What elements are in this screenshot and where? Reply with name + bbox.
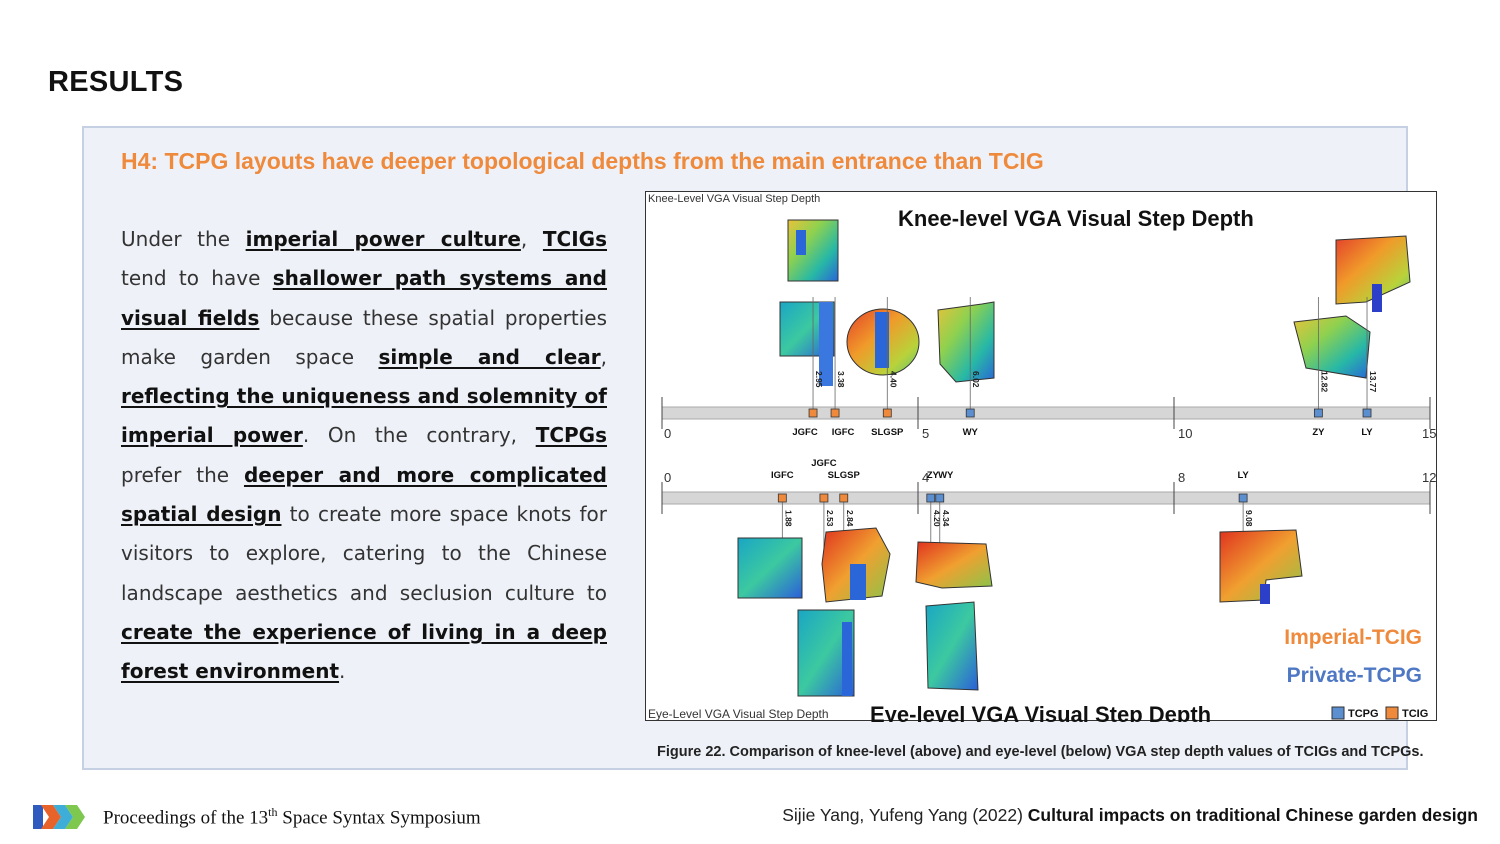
emphasis-phrase: deeper and more complicated spatial desi… — [121, 462, 607, 527]
eye-tick-label: 0 — [664, 470, 671, 485]
legend-tcpg-label: TCPG — [1348, 708, 1379, 720]
knee-point-label: SLGSP — [871, 427, 904, 438]
eye-value-label: 2.53 — [825, 510, 835, 527]
text-run: Under the — [121, 227, 246, 251]
knee-marker-ly — [1362, 408, 1372, 418]
knee-value-label: 2.95 — [814, 371, 824, 388]
eye-point-label: LY — [1237, 470, 1249, 481]
eye-marker-ly — [1238, 493, 1248, 503]
eye-marker-slgsp — [839, 493, 849, 503]
legend-imperial: Imperial-TCIG — [1284, 626, 1422, 649]
eye-point-label: WY — [938, 470, 954, 481]
emphasis-phrase: simple and clear — [378, 344, 601, 369]
eye-marker-jgfc — [819, 493, 829, 503]
emphasis-phrase: imperial power culture — [245, 227, 521, 251]
eye-point-label: IGFC — [771, 470, 794, 481]
plan-thumbnails-bottom — [737, 527, 1303, 697]
section-heading: RESULTS — [48, 66, 184, 98]
knee-marker-jgfc — [808, 408, 818, 418]
knee-marker-zy — [1313, 408, 1323, 418]
knee-value-label: 6.02 — [971, 371, 981, 388]
knee-marker-wy — [965, 408, 975, 418]
figure-caption: Figure 22. Comparison of knee-level (abo… — [657, 744, 1424, 760]
knee-marker-slgsp — [882, 408, 892, 418]
footer-citation: Sijie Yang, Yufeng Yang (2022) Cultural … — [782, 805, 1478, 825]
eye-value-label: 4.34 — [941, 510, 951, 527]
eye-corner-label: Eye-Level VGA Visual Step Depth — [648, 707, 829, 721]
eye-value-label: 1.88 — [783, 510, 793, 527]
knee-point-label: JGFC — [792, 427, 817, 438]
text-run: prefer the — [121, 462, 244, 487]
footer-proceedings: Proceedings of the 13th Space Syntax Sym… — [103, 805, 481, 829]
small-legend: TCPG TCIG — [1331, 706, 1428, 720]
knee-point-label: WY — [963, 427, 979, 438]
text-run: , — [520, 227, 543, 251]
text-run: tend to have — [121, 266, 273, 291]
eye-value-label: 4.20 — [932, 510, 942, 527]
knee-tick-label: 5 — [922, 426, 929, 441]
eye-tick-label: 8 — [1178, 470, 1185, 485]
emphasis-phrase: TCPGs — [535, 423, 607, 448]
hypothesis-title: H4: TCPG layouts have deeper topological… — [121, 148, 1044, 174]
emphasis-phrase: shallower path systems and visual fields — [121, 266, 607, 330]
text-run: because these spatial properties make ga… — [121, 305, 607, 369]
knee-value-label: 12.82 — [1319, 371, 1329, 393]
knee-value-label: 13.77 — [1368, 371, 1378, 393]
text-run: . On the contrary, — [302, 423, 536, 448]
knee-tick-label: 10 — [1178, 426, 1192, 441]
knee-corner-label: Knee-Level VGA Visual Step Depth — [648, 193, 820, 205]
knee-point-label: ZY — [1312, 427, 1325, 438]
eye-value-label: 2.84 — [845, 510, 855, 527]
eye-tick-label: 4 — [922, 470, 929, 485]
plan-thumbnails-top — [779, 219, 1411, 386]
knee-tick-label: 15 — [1422, 426, 1436, 441]
knee-value-label: 4.40 — [888, 371, 898, 388]
body-paragraph: Under the imperial power culture, TCIGs … — [121, 220, 607, 692]
eye-axis-bar — [661, 491, 1431, 505]
text-run: to create more space knots for visitors … — [121, 502, 607, 605]
knee-point-label: IGFC — [832, 427, 855, 438]
text-run: , — [600, 344, 608, 369]
eye-point-label: SLGSP — [828, 470, 861, 481]
eye-chart-title: Eye-level VGA Visual Step Depth — [870, 702, 1211, 722]
eye-tick-label: 12 — [1422, 470, 1436, 485]
step-depth-chart: Knee-Level VGA Visual Step Depth Knee-le… — [648, 193, 1436, 722]
legend-private: Private-TCPG — [1287, 664, 1422, 687]
eye-point-label: ZY — [927, 470, 940, 481]
eye-marker-igfc — [777, 493, 787, 503]
eye-marker-zy — [926, 493, 936, 503]
eye-point-label: JGFC — [811, 458, 836, 469]
knee-chart-title: Knee-level VGA Visual Step Depth — [898, 206, 1254, 231]
eye-marker-wy — [935, 493, 945, 503]
emphasis-phrase: create the experience of living in a dee… — [121, 619, 607, 684]
emphasis-phrase: reflecting the uniqueness and solemnity … — [121, 384, 607, 448]
figure-22: Knee-Level VGA Visual Step Depth Knee-le… — [645, 191, 1437, 722]
knee-marker-igfc — [830, 408, 840, 418]
knee-point-label: LY — [1361, 427, 1373, 438]
knee-value-label: 3.38 — [836, 371, 846, 388]
emphasis-phrase: TCIGs — [542, 227, 607, 251]
legend-tcig-label: TCIG — [1402, 708, 1428, 720]
knee-tick-label: 0 — [664, 426, 671, 441]
text-run: . — [339, 659, 346, 684]
symposium-logo-icon — [33, 805, 85, 829]
eye-value-label: 9.08 — [1244, 510, 1254, 527]
